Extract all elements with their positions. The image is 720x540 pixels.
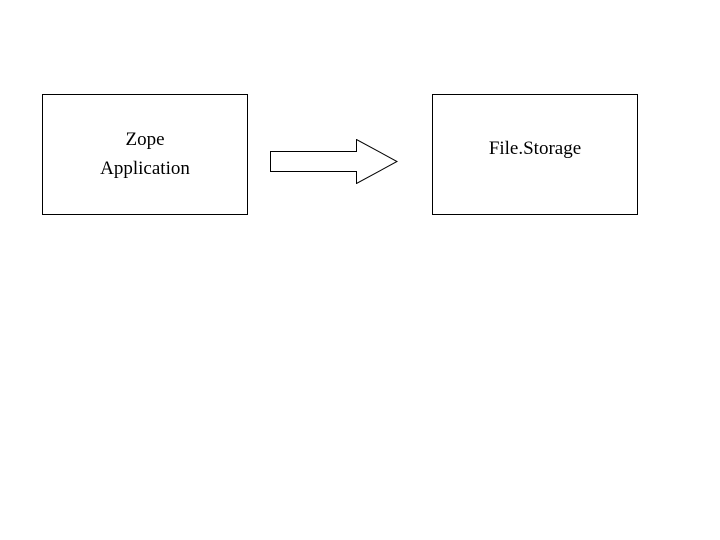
node-filestorage: File.Storage [432,94,638,215]
node-zope-label-line1: Zope [125,129,165,150]
node-zope-application: Zope Application [42,94,248,215]
node-zope-label-line2: Application [100,158,190,179]
node-filestorage-label: File.Storage [488,138,582,159]
right-block-arrow-icon [270,139,398,184]
